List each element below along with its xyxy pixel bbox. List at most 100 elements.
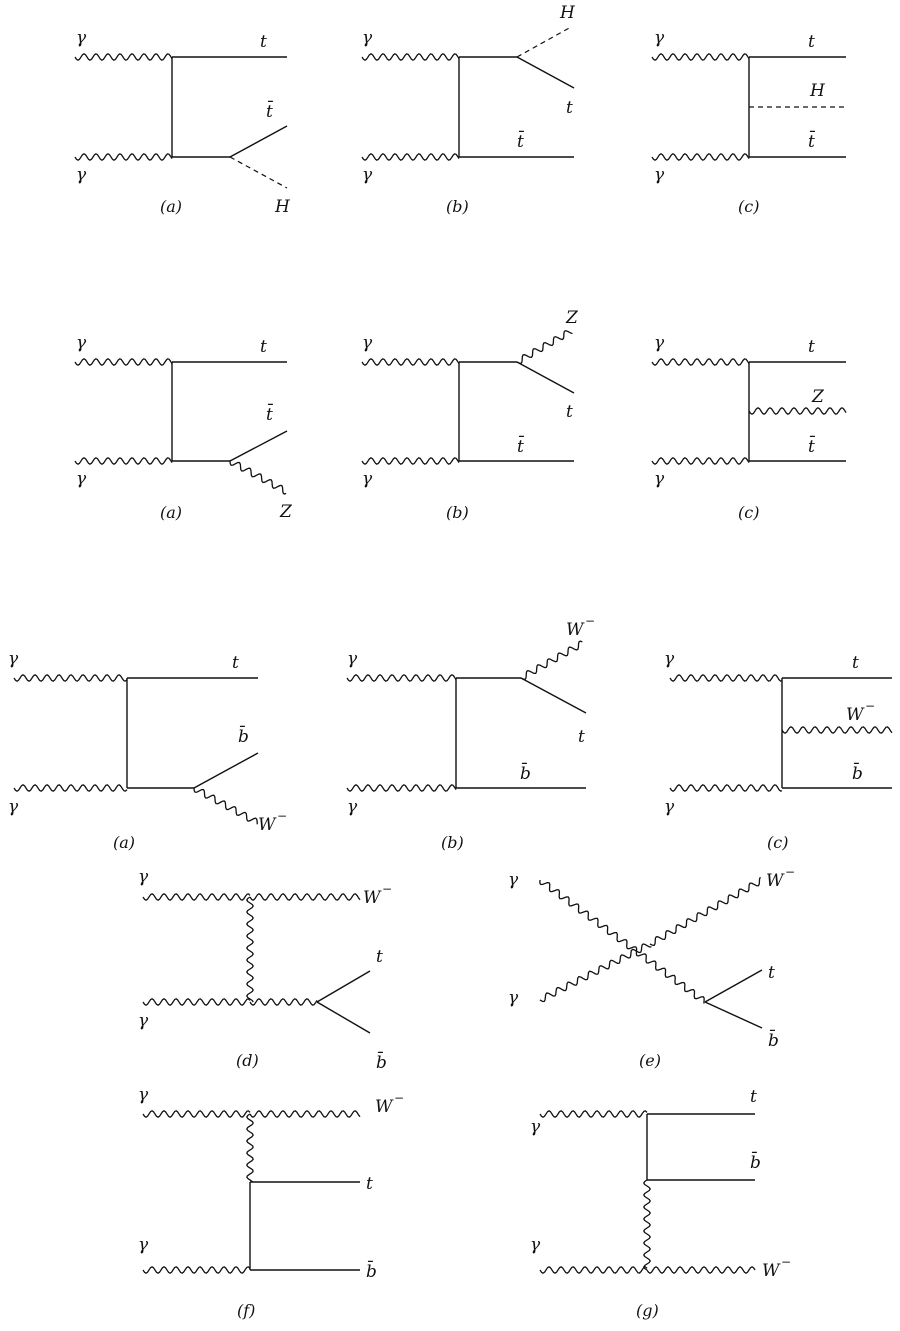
label-z: Z bbox=[565, 308, 579, 328]
photon-line bbox=[142, 1110, 251, 1118]
label-gamma: γ bbox=[362, 28, 373, 48]
label-gamma: γ bbox=[654, 165, 665, 185]
photon-line bbox=[74, 358, 173, 366]
svg-text:−: − bbox=[781, 1255, 791, 1269]
label-antibottom: b̄ bbox=[768, 1028, 779, 1051]
label-gamma: γ bbox=[508, 988, 519, 1008]
label-gamma: γ bbox=[362, 333, 373, 353]
caption: (e) bbox=[639, 1051, 661, 1070]
svg-text:W: W bbox=[846, 705, 865, 725]
label-gamma: γ bbox=[362, 165, 373, 185]
label-w-minus: W − bbox=[762, 1255, 791, 1281]
label-gamma: γ bbox=[76, 469, 87, 489]
photon-line bbox=[142, 893, 251, 901]
diagram-row1-a: γ γ t t̄ H (a) bbox=[74, 28, 291, 217]
label-gamma: γ bbox=[138, 1011, 149, 1031]
label-higgs: H bbox=[559, 3, 576, 23]
quark-line bbox=[229, 125, 288, 158]
quark-line bbox=[229, 430, 288, 462]
label-w-minus: W − bbox=[766, 865, 795, 891]
label-top: t bbox=[768, 963, 775, 983]
svg-text:−: − bbox=[277, 809, 287, 823]
photon-line bbox=[142, 998, 251, 1006]
label-gamma: γ bbox=[138, 867, 149, 887]
photon-line bbox=[346, 784, 457, 792]
label-top: t bbox=[232, 653, 239, 673]
label-antibottom: b̄ bbox=[852, 761, 863, 784]
label-antitop: t̄ bbox=[266, 99, 273, 122]
caption: (d) bbox=[236, 1051, 259, 1070]
quark-line bbox=[193, 752, 259, 789]
label-antitop: t̄ bbox=[517, 434, 524, 457]
photon-line bbox=[361, 457, 460, 465]
label-antibottom: b̄ bbox=[238, 724, 249, 747]
label-gamma: γ bbox=[76, 333, 87, 353]
label-antitop: t̄ bbox=[808, 129, 815, 152]
label-antitop: t̄ bbox=[808, 434, 815, 457]
svg-text:W: W bbox=[566, 620, 585, 640]
quark-line bbox=[316, 970, 371, 1003]
caption: (a) bbox=[160, 197, 182, 216]
z-boson-line bbox=[229, 460, 287, 495]
photon-line bbox=[142, 1266, 251, 1274]
label-gamma: γ bbox=[138, 1235, 149, 1255]
label-gamma: γ bbox=[8, 649, 19, 669]
photon-line bbox=[669, 784, 783, 792]
label-gamma: γ bbox=[347, 797, 358, 817]
label-gamma: γ bbox=[362, 469, 373, 489]
w-boson-line bbox=[249, 893, 361, 901]
photon-line bbox=[74, 457, 173, 465]
svg-text:−: − bbox=[785, 865, 795, 879]
label-top: t bbox=[376, 947, 383, 967]
svg-text:W: W bbox=[258, 815, 277, 835]
w-boson-line bbox=[646, 1266, 756, 1274]
w-boson-line bbox=[649, 876, 761, 946]
label-antibottom: b̄ bbox=[366, 1259, 377, 1282]
label-top: t bbox=[808, 32, 815, 52]
diagram-row5-g: γ γ t b̄ W − (g) bbox=[530, 1087, 791, 1320]
photon-line bbox=[651, 457, 750, 465]
quark-line bbox=[704, 1001, 763, 1029]
photon-line bbox=[74, 153, 173, 161]
label-antibottom: b̄ bbox=[750, 1150, 761, 1173]
w-boson-line bbox=[781, 726, 893, 734]
photon-line bbox=[361, 53, 460, 61]
photon-line bbox=[361, 358, 460, 366]
caption: (b) bbox=[441, 833, 464, 852]
quark-line bbox=[516, 361, 575, 394]
w-boson-line bbox=[246, 1113, 254, 1183]
photon-line bbox=[539, 1266, 648, 1274]
photon-line bbox=[74, 53, 173, 61]
w-boson-line bbox=[246, 896, 254, 1003]
label-top: t bbox=[852, 653, 859, 673]
photon-line bbox=[651, 53, 750, 61]
label-gamma: γ bbox=[654, 469, 665, 489]
quark-line bbox=[704, 969, 763, 1003]
w-boson-line bbox=[249, 1110, 361, 1118]
label-top: t bbox=[566, 402, 573, 422]
label-gamma: γ bbox=[8, 797, 19, 817]
diagram-row2-a: γ γ t t̄ Z (a) bbox=[74, 333, 293, 522]
diagram-row3-c: γ γ t W − b̄ (c) bbox=[664, 649, 893, 852]
photon-line bbox=[651, 153, 750, 161]
quark-line bbox=[316, 1001, 371, 1034]
w-boson-line bbox=[249, 998, 318, 1006]
svg-text:W: W bbox=[375, 1097, 394, 1117]
caption: (f) bbox=[237, 1301, 255, 1320]
label-gamma: γ bbox=[654, 333, 665, 353]
caption: (g) bbox=[636, 1301, 659, 1320]
label-w-minus: W − bbox=[375, 1091, 404, 1117]
photon-line bbox=[539, 943, 652, 1003]
caption: (a) bbox=[160, 503, 182, 522]
svg-text:W: W bbox=[363, 888, 382, 908]
photon-line bbox=[13, 674, 128, 682]
photon-line bbox=[346, 674, 457, 682]
label-gamma: γ bbox=[530, 1235, 541, 1255]
label-top: t bbox=[750, 1087, 757, 1107]
w-boson-line bbox=[643, 1179, 651, 1271]
label-gamma: γ bbox=[76, 165, 87, 185]
photon-line bbox=[651, 358, 750, 366]
photon-line bbox=[539, 1110, 648, 1118]
higgs-line bbox=[229, 156, 288, 189]
